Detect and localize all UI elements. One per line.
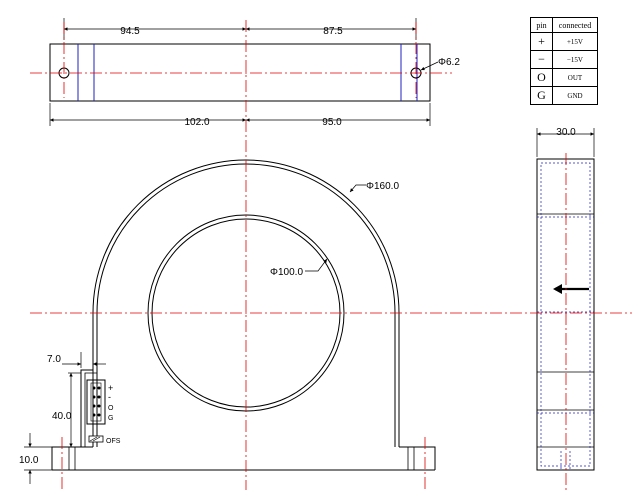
hidden-edge xyxy=(540,162,591,467)
dim-tab-offset: 7.0 xyxy=(47,354,61,365)
dim-bottom-right: 95.0 xyxy=(322,117,342,128)
connected-cell: +15V xyxy=(552,32,598,51)
table-row: + +15V xyxy=(530,32,598,51)
pin-label-out: O xyxy=(108,405,114,412)
dim-hole-diameter: Φ6.2 xyxy=(438,57,460,68)
connected-cell: OUT xyxy=(552,68,598,87)
pin-label-plus: + xyxy=(108,383,113,393)
connected-cell: GND xyxy=(552,86,598,105)
dim-top-right: 87.5 xyxy=(323,26,343,37)
dim-inner-diameter: Φ100.0 xyxy=(270,267,303,278)
pin-cell: G xyxy=(530,86,553,105)
dim-top-left: 94.5 xyxy=(120,26,140,37)
connector-pins xyxy=(92,386,101,417)
connected-header: connected xyxy=(552,17,598,33)
table-row: − −15V xyxy=(530,50,598,69)
connector-block xyxy=(86,379,106,425)
pin-cell: + xyxy=(530,32,553,51)
side-view: 30.0 xyxy=(536,127,595,471)
right-foot xyxy=(399,446,436,470)
left-foot xyxy=(51,446,93,470)
pin-cell: − xyxy=(530,50,553,69)
pin-header: pin xyxy=(530,17,553,33)
side-view-outline xyxy=(536,158,595,471)
pin-label-minus: - xyxy=(108,392,111,402)
pin-label-gnd: G xyxy=(108,415,113,422)
centerlines xyxy=(30,20,632,490)
table-row: G GND xyxy=(530,86,598,105)
connected-cell: −15V xyxy=(552,50,598,69)
top-view-outline xyxy=(49,43,431,102)
dim-foot-height: 10.0 xyxy=(19,455,39,466)
pin-cell: O xyxy=(530,68,553,87)
dim-bottom-left: 102.0 xyxy=(184,117,209,128)
table-row: O OUT xyxy=(530,68,598,87)
dim-side-width: 30.0 xyxy=(556,127,576,138)
pin-table: pin connected + +15V − −15V O OUT G GND xyxy=(530,17,598,105)
top-view: 94.5 87.5 Φ6.2 102.0 95.0 xyxy=(49,18,460,128)
front-view: + - O G OFS Φ160.0 Φ100.0 7.0 40.0 10.0 xyxy=(19,159,436,484)
dim-outer-diameter: Φ160.0 xyxy=(366,181,399,192)
dim-connector-height: 40.0 xyxy=(52,411,72,422)
ofs-label: OFS xyxy=(106,438,121,445)
